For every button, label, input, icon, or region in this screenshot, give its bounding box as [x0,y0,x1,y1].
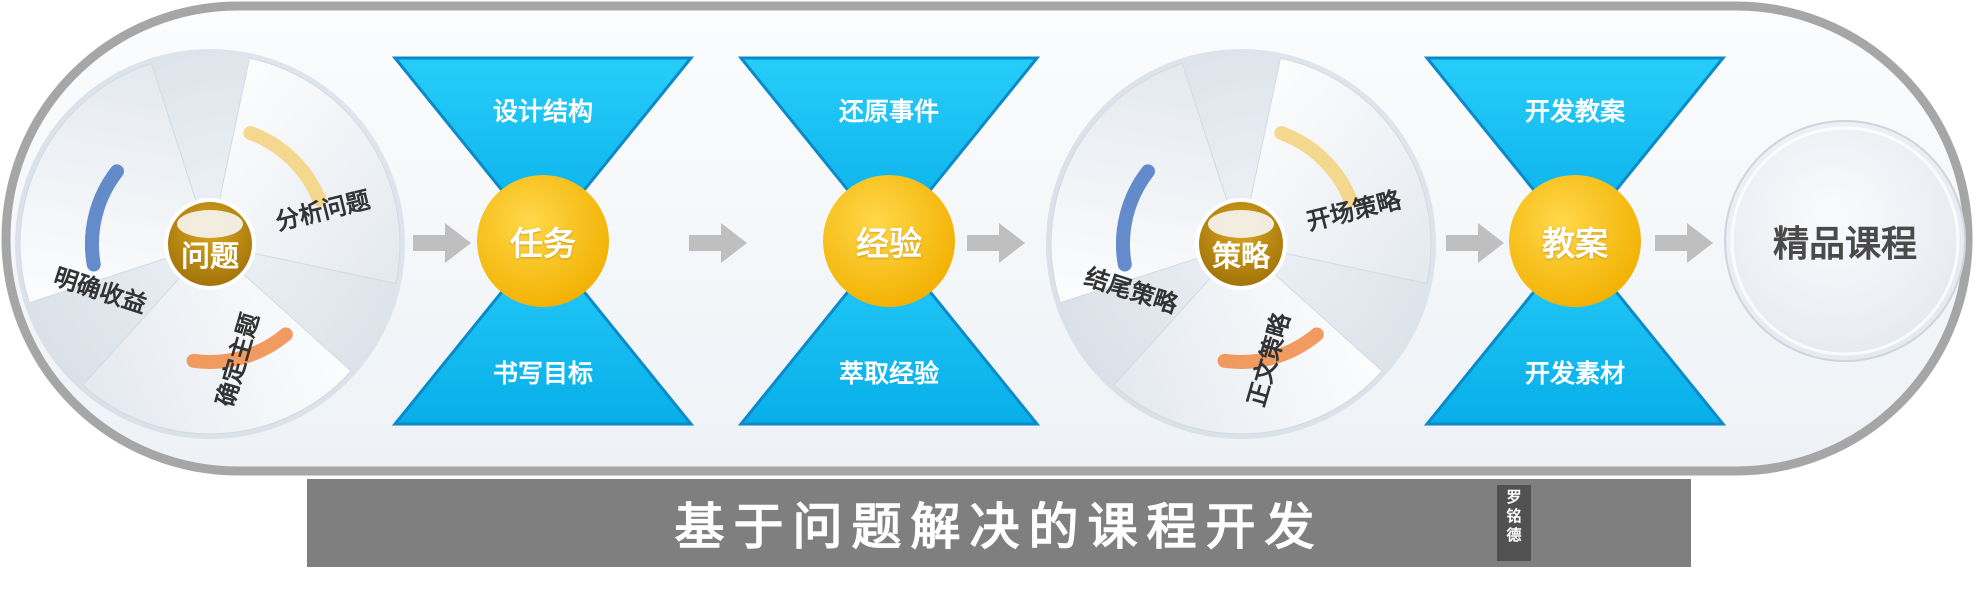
pinwheel-hub-label: 策略 [1211,239,1270,273]
petal-lower [19,62,211,304]
hourglass-center-circle [477,175,609,307]
final-label: 精品课程 [1772,224,1917,265]
seal-stamp [1497,485,1531,561]
flow-arrow [1655,223,1713,263]
hourglass-center-circle [1509,175,1641,307]
hourglass-bottom [391,238,695,426]
petal-left [1113,243,1383,435]
seal-char: 德 [1506,526,1522,544]
hourglass [391,56,695,426]
hourglass [1423,56,1727,426]
hourglass [737,56,1041,426]
hourglass-top-label: 设计结构 [492,97,593,126]
petal-upper [209,57,401,285]
petal-upper [1240,57,1432,285]
diagram-title: 基于问题解决的课程开发 [674,498,1324,556]
seal-char: 罗 [1506,488,1522,506]
hourglass-center-label: 任务 [510,224,576,263]
title-banner [307,479,1691,567]
hourglass-top-label: 开发教案 [1524,97,1625,126]
hub-highlight [177,210,243,238]
flow-arrow [1446,223,1504,263]
flow-arrow [413,223,471,263]
flow-arrow [967,223,1025,263]
final-circle-rim [1730,126,1960,356]
petal-lower [1050,62,1242,304]
hourglass-top [1423,56,1727,244]
seal-lettering: 罗 铭 德 [1497,488,1531,545]
hourglass-top-label: 还原事件 [838,97,939,126]
hourglass-bottom [737,238,1041,426]
petal-left [82,243,352,435]
hourglass-bottom [1423,238,1727,426]
seal-char: 铭 [1506,507,1522,525]
hub-highlight [1208,210,1274,238]
pinwheel-hub-label: 问题 [180,239,239,273]
hourglass-center-label: 教案 [1542,224,1608,263]
hourglass-center-label: 经验 [856,224,922,263]
hourglass-bottom-label: 萃取经验 [838,359,939,388]
hourglass-center-circle [823,175,955,307]
pinwheel [15,49,405,439]
flow-arrow [689,223,747,263]
hourglass-top [737,56,1041,244]
pinwheel [1046,49,1436,439]
hourglass-bottom-label: 书写目标 [492,359,593,388]
hourglass-top [391,56,695,244]
final-circle [1724,120,1966,362]
hourglass-bottom-label: 开发素材 [1524,359,1625,388]
